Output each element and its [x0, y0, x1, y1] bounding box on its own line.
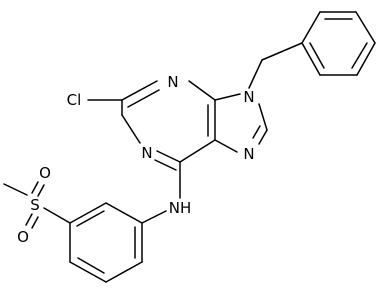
atom-label-cl: Cl [67, 91, 82, 109]
bond-c8-n7 [258, 129, 268, 145]
bond-c6-n1 [156, 150, 181, 163]
bond-s-o-bottom-2 [31, 216, 39, 229]
bond-c4-n9 [214, 93, 241, 101]
bond-phenyl-ch2 [261, 42, 303, 61]
atom-label-n-pyrimidine-left: N [141, 144, 152, 162]
bond-benzyl-ring-double-2 [351, 42, 368, 69]
bond-c2-n3-double [127, 89, 160, 108]
atom-label-nh: NH [169, 199, 192, 217]
atom-label-o-top: O [39, 164, 51, 182]
atom-label-n-pyrimidine-top: N [167, 73, 178, 91]
bond-benzyl-ring-6 [301, 11, 321, 44]
bond-aryl-ring-double-2 [77, 257, 105, 274]
atom-label-s: S [30, 196, 40, 214]
bond-n1-c2 [121, 114, 141, 144]
bond-aryl-ring-double-1 [76, 210, 105, 227]
bond-c2-n3 [121, 80, 158, 101]
bond-c8-n7-double [252, 125, 261, 139]
bond-aryl-ring-4 [69, 261, 107, 283]
atom-label-o-bottom: O [17, 228, 29, 246]
bond-benzyl-ring-double-3 [309, 42, 325, 69]
atom-label-n-imidazole-right: N [243, 145, 254, 163]
bond-benzyl-ring-2 [355, 11, 376, 44]
bond-s-o-top-2 [37, 184, 45, 197]
bond-n3-c4 [188, 80, 216, 101]
bond-nh-aryl [141, 210, 167, 224]
bond-c5-c6 [179, 139, 216, 163]
bond-n9-c8 [258, 103, 268, 131]
bonds [3, 11, 376, 283]
bond-aryl-ring-2 [69, 202, 107, 224]
bond-ch2-n9 [248, 59, 263, 89]
bond-s-methyl [3, 183, 28, 196]
bond-n7-c5 [214, 139, 238, 153]
bond-benzyl-ring-5 [301, 42, 321, 76]
atom-label-n-imidazole-benzyl: N [243, 88, 254, 106]
bond-benzyl-ring-3 [356, 42, 376, 76]
bond-s-o-bottom-1 [25, 213, 33, 226]
bond-s-o-top-1 [31, 181, 39, 194]
bond-c6-n1-double [154, 159, 177, 171]
bond-aryl-s [43, 207, 71, 224]
atom-labels: Cl N N N N NH S O O [17, 73, 255, 246]
bond-aryl-ring-5 [105, 261, 143, 283]
bond-aryl-ring-1 [105, 202, 143, 224]
